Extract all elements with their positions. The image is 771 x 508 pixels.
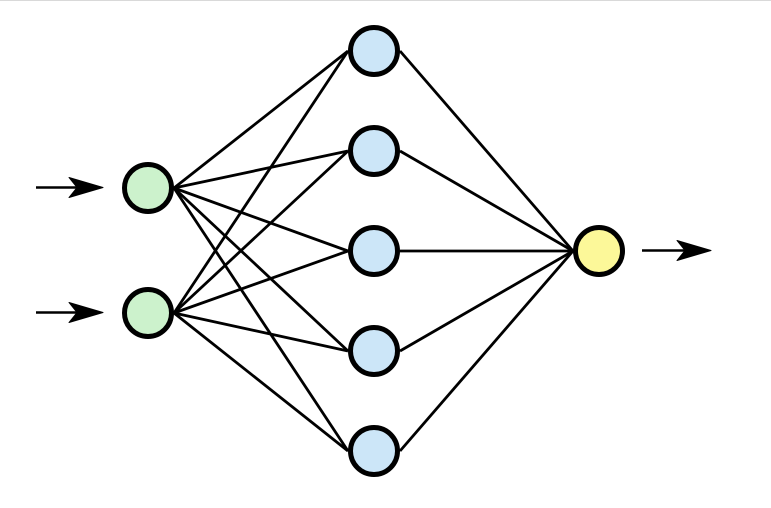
edge-hidden-5-to-output-1 (398, 250, 575, 452)
edge-input-2-to-hidden-3 (173, 249, 349, 315)
edge-input-2-to-hidden-4 (173, 311, 349, 353)
input-arrow-2-head (68, 302, 104, 323)
edge-input-1-to-hidden-1 (173, 49, 349, 190)
edge-input-2-to-hidden-1 (172, 50, 350, 314)
edge-hidden-2-to-output-1 (399, 149, 574, 253)
hidden-node-4 (348, 325, 400, 377)
input-arrow-1 (36, 177, 104, 198)
edge-input-2-to-hidden-2 (173, 149, 349, 315)
edge-input-1-to-hidden-2 (173, 149, 349, 190)
input-arrow-1-head (68, 177, 104, 198)
output-arrow (642, 240, 712, 261)
edge-input-2-to-hidden-5 (173, 311, 349, 453)
input-arrow-2 (36, 302, 104, 323)
edge-input-1-to-hidden-4 (173, 186, 349, 353)
input-node-1 (122, 162, 174, 214)
edge-hidden-1-to-output-1 (398, 50, 575, 252)
output-node-1 (573, 225, 625, 277)
hidden-node-5 (348, 425, 400, 477)
edge-input-1-to-hidden-5 (172, 187, 350, 452)
output-arrow-head (676, 240, 712, 261)
window-top-border (0, 0, 771, 1)
edge-hidden-4-to-output-1 (399, 249, 574, 353)
input-node-2 (122, 287, 174, 339)
edge-input-1-to-hidden-3 (173, 186, 349, 253)
hidden-node-1 (348, 25, 400, 77)
hidden-node-3 (348, 225, 400, 277)
hidden-node-2 (348, 125, 400, 177)
